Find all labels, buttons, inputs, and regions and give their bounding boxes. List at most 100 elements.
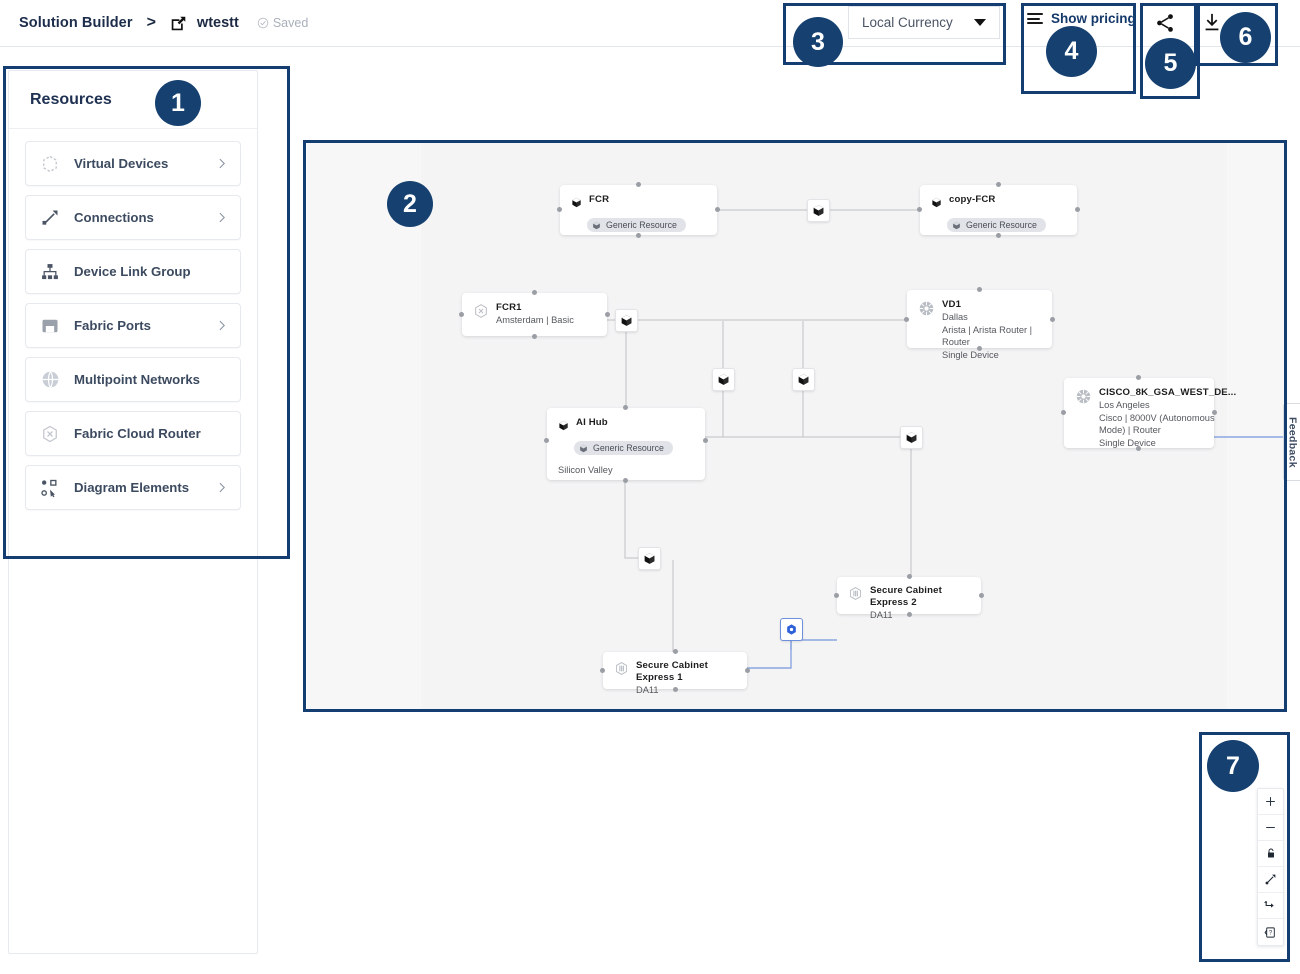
chevron-right-icon bbox=[215, 481, 228, 494]
hierarchy-icon bbox=[39, 261, 61, 283]
chevron-right-icon bbox=[215, 157, 228, 170]
canvas-left-band bbox=[307, 140, 421, 710]
sidebar-item-fabric-ports[interactable]: Fabric Ports bbox=[25, 303, 241, 348]
cube-icon bbox=[571, 195, 582, 213]
save-status: Saved bbox=[257, 16, 308, 30]
app-title[interactable]: Solution Builder bbox=[19, 15, 133, 31]
share-icon bbox=[1157, 14, 1173, 32]
node-title: VD1 bbox=[942, 299, 962, 310]
sidebar-item-label: Connections bbox=[74, 210, 154, 225]
sidebar-item-fabric-cloud-router[interactable]: Fabric Cloud Router bbox=[25, 411, 241, 456]
annotation-badge-7: 7 bbox=[1207, 740, 1259, 792]
device-circle-icon bbox=[1075, 388, 1092, 410]
node-chip: Generic Resource bbox=[574, 441, 673, 455]
node-chip-label: Generic Resource bbox=[593, 443, 664, 453]
hexagon-x-icon bbox=[473, 303, 489, 324]
edge-marker-cube[interactable] bbox=[638, 547, 661, 570]
node-title: Secure Cabinet Express 2 bbox=[870, 585, 942, 608]
question-box-icon: ? bbox=[1264, 926, 1275, 938]
node-cisco-8k-gsa-west[interactable]: CISCO_8K_GSA_WEST_DE... Los Angeles Cisc… bbox=[1061, 375, 1236, 451]
minus-icon bbox=[1266, 826, 1275, 829]
diagram-elements-icon bbox=[39, 477, 61, 499]
fit-view-button[interactable] bbox=[1258, 867, 1283, 893]
annotation-badge-5: 5 bbox=[1145, 38, 1196, 89]
annotation-badge-6: 6 bbox=[1220, 12, 1271, 63]
node-chip: Generic Resource bbox=[587, 218, 686, 232]
sidebar-item-connections[interactable]: Connections bbox=[25, 195, 241, 240]
auto-layout-button[interactable] bbox=[1258, 893, 1283, 919]
page-title: Resources bbox=[30, 90, 112, 108]
zoom-out-button[interactable] bbox=[1258, 815, 1283, 841]
sidebar-item-diagram-elements[interactable]: Diagram Elements bbox=[25, 465, 241, 510]
sidebar-item-label: Device Link Group bbox=[74, 264, 191, 279]
node-fcr1[interactable]: FCR1 Amsterdam | Basic bbox=[459, 290, 610, 339]
cube-icon bbox=[798, 374, 809, 385]
chevron-right-icon bbox=[215, 319, 228, 332]
cube-small-icon bbox=[953, 221, 960, 229]
node-copy-fcr[interactable]: copy-FCR Generic Resource bbox=[917, 182, 1080, 238]
annotation-badge-4: 4 bbox=[1046, 26, 1097, 77]
save-status-label: Saved bbox=[272, 16, 309, 30]
connection-line-icon bbox=[39, 207, 61, 229]
node-secure-cabinet-express-2[interactable]: Secure Cabinet Express 2 DA11 bbox=[834, 574, 984, 620]
diagonal-arrow-icon bbox=[1265, 874, 1276, 885]
cube-icon bbox=[931, 195, 942, 213]
cube-icon bbox=[718, 374, 729, 385]
node-ai-hub[interactable]: AI Hub Generic Resource Silicon Valley bbox=[544, 405, 708, 483]
node-fcr[interactable]: FCR Generic Resource bbox=[557, 182, 720, 238]
port-square-icon bbox=[39, 315, 61, 337]
share-button[interactable] bbox=[1154, 12, 1176, 34]
edge-marker-cube[interactable] bbox=[900, 426, 923, 449]
edit-pencil-icon[interactable] bbox=[170, 15, 187, 32]
show-pricing-button[interactable]: Show pricing bbox=[1027, 11, 1136, 26]
svg-text:?: ? bbox=[1269, 930, 1273, 936]
edge-marker-cube[interactable] bbox=[807, 199, 830, 222]
zoom-in-button[interactable] bbox=[1258, 789, 1283, 815]
diagram-canvas[interactable]: FCR Generic Resource copy-FCR Generic Re… bbox=[307, 140, 1284, 710]
currency-value: Local Currency bbox=[862, 15, 953, 30]
node-title: AI Hub bbox=[576, 417, 608, 428]
globe-network-icon bbox=[39, 369, 61, 391]
node-subline: Arista | Arista Router | Router bbox=[942, 324, 1033, 348]
node-title: FCR1 bbox=[496, 302, 522, 313]
sidebar-item-label: Virtual Devices bbox=[74, 156, 169, 171]
check-circle-icon bbox=[257, 17, 269, 29]
document-name[interactable]: wtestt bbox=[196, 15, 239, 31]
sidebar-item-device-link-group[interactable]: Device Link Group bbox=[25, 249, 241, 294]
hexagon-x-icon bbox=[39, 423, 61, 445]
edge-marker-network[interactable] bbox=[780, 618, 803, 641]
hexagon-dashed-icon bbox=[39, 153, 61, 175]
annotation-badge-1: 1 bbox=[155, 80, 201, 126]
annotation-badge-2: 2 bbox=[387, 181, 433, 227]
cabinet-icon bbox=[848, 586, 863, 606]
help-button[interactable]: ? bbox=[1258, 919, 1283, 945]
elbow-arrow-icon bbox=[1264, 901, 1274, 908]
feedback-tab[interactable]: Feedback bbox=[1283, 403, 1300, 481]
edge-marker-cube[interactable] bbox=[615, 309, 638, 332]
node-title: Secure Cabinet Express 1 bbox=[636, 660, 708, 683]
resources-header: Resources bbox=[9, 71, 257, 129]
node-secure-cabinet-express-1[interactable]: Secure Cabinet Express 1 DA11 bbox=[600, 649, 750, 695]
node-subline: Amsterdam | Basic bbox=[496, 315, 574, 325]
edge-marker-cube[interactable] bbox=[792, 368, 815, 391]
currency-select[interactable]: Local Currency bbox=[848, 6, 1000, 39]
sidebar-item-virtual-devices[interactable]: Virtual Devices bbox=[25, 141, 241, 186]
node-title: copy-FCR bbox=[949, 194, 996, 205]
canvas-right-band bbox=[1227, 140, 1284, 710]
lock-canvas-button[interactable] bbox=[1258, 841, 1283, 867]
node-subline: Cisco | 8000V (Autonomous bbox=[1099, 412, 1215, 423]
node-vd1[interactable]: VD1 Dallas Arista | Arista Router | Rout… bbox=[904, 287, 1055, 360]
node-subline: DA11 bbox=[636, 685, 659, 695]
edge-marker-cube[interactable] bbox=[712, 368, 735, 391]
cube-icon bbox=[813, 205, 824, 216]
breadcrumb-separator: > bbox=[146, 14, 156, 31]
node-subline: Single Device bbox=[1099, 437, 1156, 448]
top-bar: Solution Builder > wtestt Saved bbox=[0, 0, 1300, 47]
node-chip: Generic Resource bbox=[947, 218, 1046, 232]
download-icon bbox=[1205, 13, 1219, 31]
node-subline: DA11 bbox=[870, 610, 893, 620]
node-subline: Silicon Valley bbox=[558, 464, 613, 475]
sidebar-item-multipoint-networks[interactable]: Multipoint Networks bbox=[25, 357, 241, 402]
download-button[interactable] bbox=[1201, 12, 1223, 34]
list-lines-icon bbox=[1027, 13, 1043, 24]
